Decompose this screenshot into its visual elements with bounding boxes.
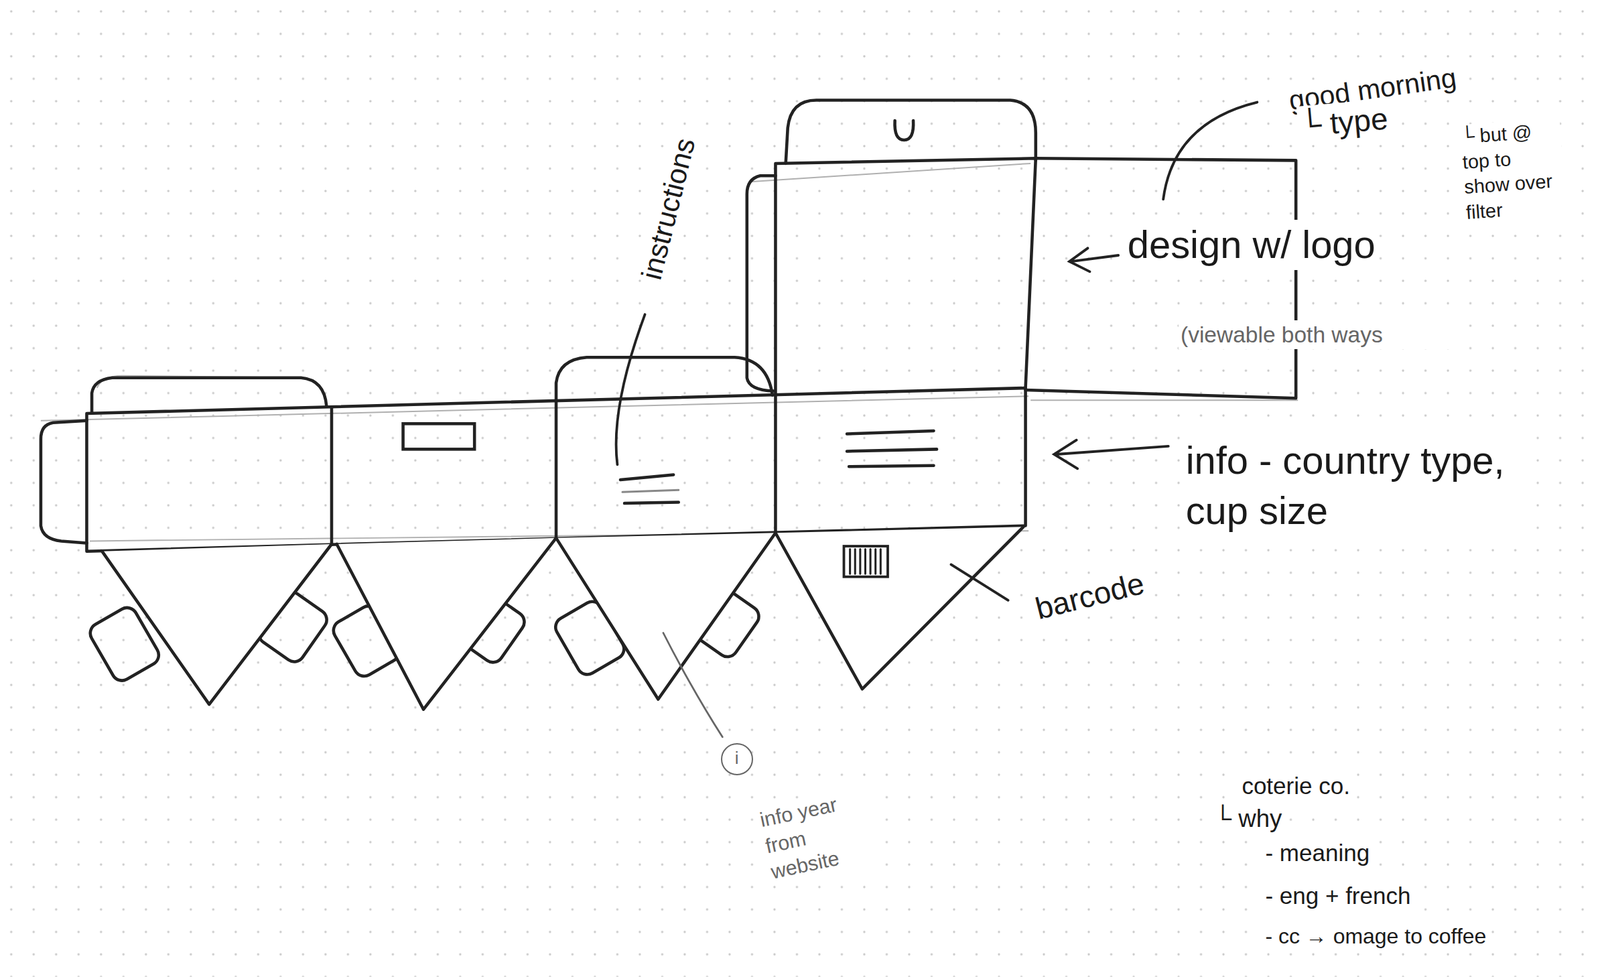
panel-marks — [403, 423, 938, 577]
note-label: (viewable both ways — [1178, 320, 1450, 350]
callout-label: instructions — [632, 132, 705, 286]
note-label: └ type — [1296, 98, 1392, 147]
brand-note: - meaning — [1262, 837, 1372, 869]
callout-label: design w/ logo — [1125, 219, 1378, 271]
leader-lines — [616, 102, 1258, 738]
die-line — [40, 100, 1296, 710]
brand-note: - eng + french — [1262, 880, 1413, 912]
callout-label: barcode — [1029, 562, 1150, 630]
brand-note: coterie co. — [1239, 770, 1353, 802]
note-label: └ but @ top to show over filter — [1457, 117, 1567, 226]
brand-note: └ why — [1212, 802, 1284, 835]
note-label: info year from website — [755, 783, 888, 886]
info-icon: i — [720, 743, 754, 776]
brand-note: - cc → omage to coffee — [1262, 922, 1489, 951]
callout-label: info - country type, cup size — [1183, 435, 1530, 537]
